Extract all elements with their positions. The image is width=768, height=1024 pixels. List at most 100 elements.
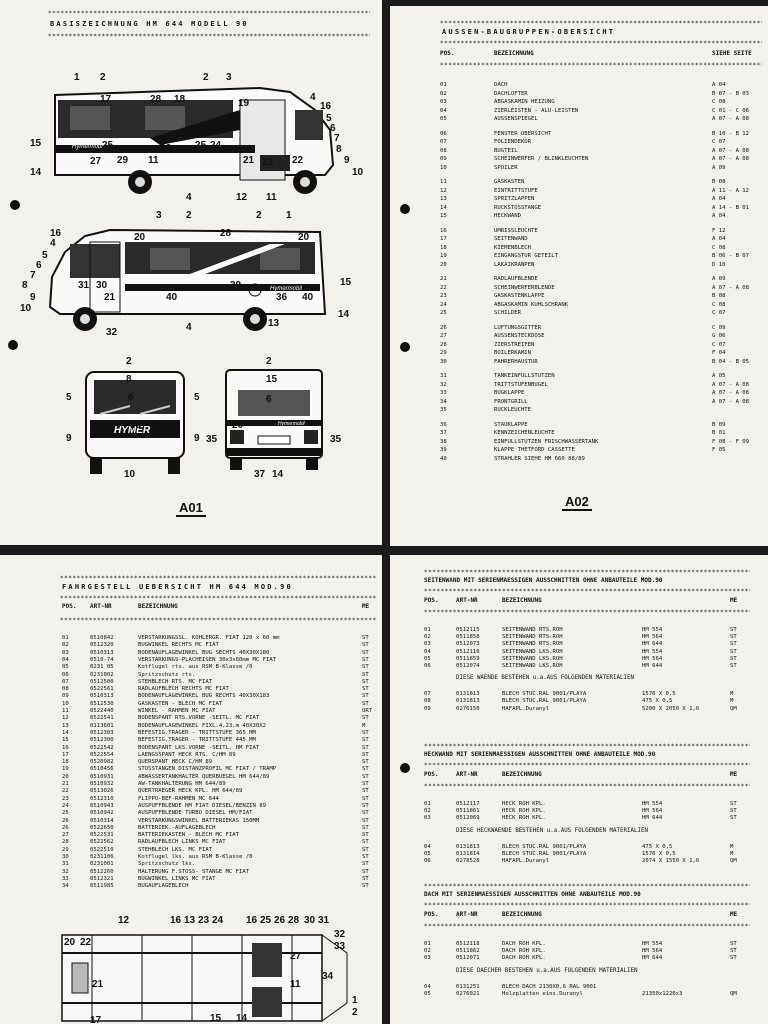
bezeichnung-cell: TRITTSTUFENBUGEL: [494, 381, 548, 388]
artnr-cell: 0511858: [456, 634, 480, 641]
me-cell: ST: [362, 635, 369, 641]
pos-cell: 02: [62, 642, 69, 649]
artnr-cell: 0522541: [90, 715, 114, 722]
motorhome-rear-view: Hymermobil: [225, 369, 323, 470]
bezeichnung-cell: RADLAUFBLECH LINKS MC FIAT: [138, 839, 226, 846]
bezeichnung-cell: FAHRERHAUSTUR: [494, 358, 538, 365]
artnr-cell: 0131251: [456, 983, 480, 990]
callout: 11: [148, 155, 159, 166]
pos-cell: 06: [424, 663, 431, 669]
pos-cell: 02: [424, 948, 431, 955]
callout: 7: [30, 270, 36, 281]
me-cell: ST: [362, 817, 369, 824]
col-header-me: ME: [730, 771, 738, 778]
me-cell: ST: [730, 648, 737, 655]
callout: 24: [212, 915, 224, 926]
col-header-me: ME: [730, 911, 738, 918]
artnr-cell: 0522510: [90, 846, 114, 853]
bezeichnung-cell: WINKEL - RAHMEN MC FIAT: [138, 708, 216, 714]
callout: 6: [330, 123, 336, 134]
page-number-label: A01: [176, 500, 206, 517]
callout: 29: [117, 155, 129, 166]
me-cell: M: [730, 698, 734, 705]
callout: 22: [80, 937, 92, 948]
me-cell: QM: [730, 990, 737, 997]
me-cell: ST: [362, 875, 369, 882]
section-title: HECKWAND MIT SERIENMAESSIGEN AUSSCHNITTE…: [424, 751, 656, 758]
callout: 10: [124, 469, 136, 480]
pos-cell: 04: [440, 107, 447, 114]
seite-cell: A 07 - A 08: [712, 147, 750, 154]
pos-cell: 09: [440, 156, 447, 162]
materials-note: DIESE DAECHER BESTEHEN u.a.AUS FOLGENDEN…: [456, 967, 638, 974]
pos-cell: 19: [440, 253, 447, 259]
bezeichnung-cell: ZIERLEISTEN - ALU-LEISTEN: [494, 107, 579, 114]
pos-cell: 03: [424, 641, 431, 648]
callout: 16: [170, 915, 182, 926]
callout: 9: [66, 433, 72, 444]
me-cell: ST: [730, 948, 737, 955]
bezeichnung-cell: BODENAUFLAGEWINKEL BUG SECHTS 40X30X180: [138, 649, 270, 656]
bezeichnung-cell: SEITENWAND: [494, 236, 528, 242]
seite-cell: C 01 - C 06: [712, 107, 750, 114]
pos-cell: 07: [62, 678, 69, 685]
pos-cell: 01: [424, 801, 431, 807]
artnr-cell: 0522554: [90, 751, 114, 758]
pos-cell: 26: [62, 824, 69, 831]
me-cell: ST: [730, 655, 737, 662]
artnr-cell: 0131813: [456, 698, 480, 705]
callout: 15: [210, 1013, 222, 1024]
artnr-cell: 0512530: [90, 700, 114, 707]
artnr-cell: 0513026: [90, 788, 114, 795]
callout: 14: [272, 469, 284, 480]
pos-cell: 28: [62, 839, 69, 846]
dimension-cell: 5200 X 2050 X 1,6: [642, 705, 700, 712]
table-row: 04 ZIERLEISTEN - ALU-LEISTEN C 01 - C 06: [440, 108, 768, 115]
bezeichnung-cell: BUGKLAPPE: [494, 390, 525, 396]
callout: 34: [154, 420, 166, 431]
callout: 5: [194, 392, 200, 403]
callout: 6: [36, 260, 42, 271]
artnr-cell: 0511985: [90, 883, 114, 890]
seite-cell: A 04: [712, 196, 726, 202]
callout: 4: [186, 322, 192, 333]
star-rule: ****************************************…: [424, 609, 750, 616]
bezeichnung-cell: VERSTARKUNGS-PLACHEISEN 30x3x60mm MC FIA…: [138, 656, 277, 663]
col-header-pos: POS.: [424, 597, 439, 604]
col-header-artnr: ART-NR: [90, 603, 112, 610]
artnr-cell: 0231001: [90, 861, 114, 868]
artnr-cell: 0512321: [90, 875, 114, 882]
artnr-cell: 0512500: [90, 678, 114, 685]
pos-cell: 27: [440, 333, 447, 339]
bezeichnung-cell: RADLAUFBLENDE: [494, 276, 538, 282]
me-cell: ST: [362, 693, 369, 700]
artnr-cell: 0510456: [90, 766, 114, 773]
callout: 17: [100, 94, 112, 105]
bezeichnung-cell: DACH ROH KPL.: [502, 948, 546, 955]
callout: 31: [318, 915, 330, 926]
bezeichnung-cell: ABGASKAMIN KUHLSCHRANK: [494, 301, 569, 308]
bezeichnung-cell: EINTRITTSTUFE: [494, 187, 538, 194]
callout: 21: [104, 292, 116, 303]
artnr-cell: 0512074: [456, 663, 480, 669]
col-header-bezeichnung: BEZEICHNUNG: [138, 603, 178, 610]
callout: 31: [78, 280, 90, 291]
callout: 30: [96, 280, 108, 291]
bezeichnung-cell: STAUKLAPPE: [494, 421, 528, 428]
callout: 1: [74, 72, 80, 83]
svg-text:Hymermobil: Hymermobil: [278, 421, 306, 427]
me-cell: ST: [362, 649, 369, 656]
